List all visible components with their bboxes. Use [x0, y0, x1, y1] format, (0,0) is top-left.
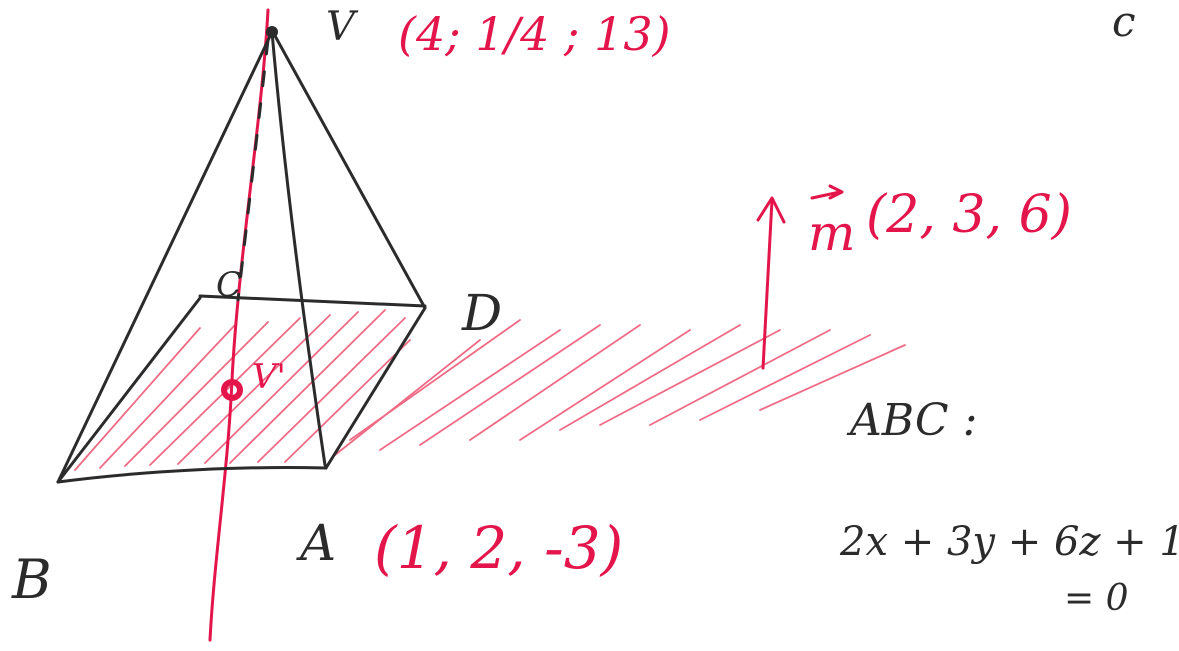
- vector-components: (2, 3, 6): [866, 185, 1072, 245]
- plane-equation-line2: = 0: [1064, 578, 1129, 619]
- edge-ad: [324, 306, 427, 470]
- edge-vc-hidden: [236, 38, 270, 302]
- edge-bc-hidden: [56, 296, 202, 484]
- plane-name: ABC :: [846, 395, 977, 446]
- vertex-a-coordinates: (1, 2, -3): [374, 514, 623, 582]
- projection-point: [221, 379, 243, 401]
- vertex-b-label: B: [11, 548, 52, 611]
- normal-vector-arrow: [756, 184, 844, 370]
- vertex-v-coordinates: (4; 1/4 ; 13): [398, 7, 671, 61]
- vertex-v-label: V: [326, 4, 359, 50]
- vertex-c-label: C: [216, 265, 242, 305]
- apex-point: [266, 26, 278, 38]
- projection-label: V': [252, 357, 286, 397]
- plane-equation-line1: 2x + 3y + 6z + 11: [839, 519, 1179, 565]
- corner-mark: c: [1112, 0, 1136, 46]
- edge-cd: [198, 294, 427, 308]
- edge-vd: [272, 32, 427, 310]
- edge-vb: [56, 30, 274, 484]
- vector-name: m: [808, 204, 855, 262]
- edge-va: [270, 30, 327, 467]
- pyramid-edges: [56, 30, 427, 484]
- plane-hatching: [74, 309, 906, 471]
- vertex-a-label: A: [296, 514, 336, 572]
- edge-ba: [56, 466, 328, 484]
- vertex-d-label: D: [461, 284, 502, 342]
